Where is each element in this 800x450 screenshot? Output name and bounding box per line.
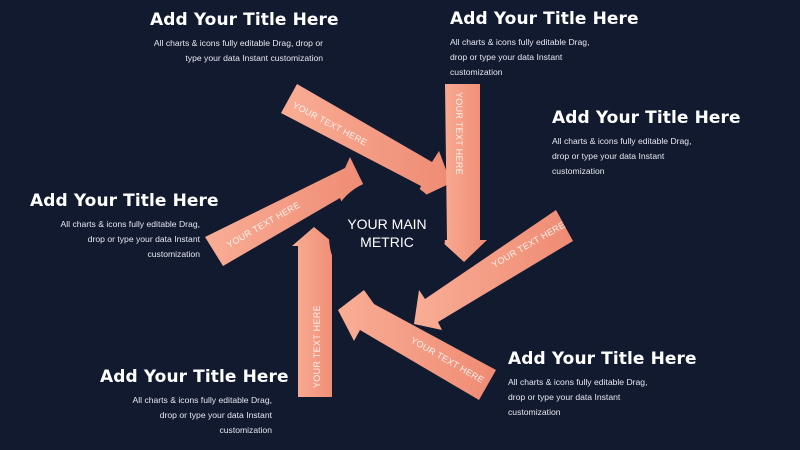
arrow-5-label: YOUR TEXT HERE: [312, 305, 322, 388]
arrow-5-shape: [292, 227, 337, 397]
arrow-3-shape: [414, 210, 573, 330]
block-3-body: All charts & icons fully editable Drag, …: [552, 136, 692, 176]
block-5-title: Add Your Title Here: [508, 349, 697, 369]
arrow-4-shape: [338, 290, 496, 400]
block-6-body: All charts & icons fully editable Drag, …: [132, 395, 272, 435]
text-block-2: Add Your Title Here All charts & icons f…: [450, 9, 639, 80]
arrow-2: YOUR TEXT HERE: [440, 84, 487, 262]
block-1-body: All charts & icons fully editable Drag, …: [153, 38, 323, 63]
block-5-body: All charts & icons fully editable Drag, …: [508, 377, 648, 417]
center-metric-line2: METRIC: [360, 234, 414, 250]
text-block-1: Add Your Title Here All charts & icons f…: [150, 10, 339, 66]
arrow-1-shape: [281, 84, 451, 200]
arrow-2-shape: [440, 84, 487, 262]
block-1-title: Add Your Title Here: [150, 10, 339, 30]
block-4-title: Add Your Title Here: [30, 191, 219, 211]
text-block-4: Add Your Title Here All charts & icons f…: [30, 191, 219, 262]
block-2-body: All charts & icons fully editable Drag, …: [450, 37, 590, 77]
block-3-title: Add Your Title Here: [552, 108, 741, 128]
text-block-5: Add Your Title Here All charts & icons f…: [508, 349, 697, 420]
center-metric-line1: YOUR MAIN: [347, 216, 426, 232]
block-4-body: All charts & icons fully editable Drag, …: [60, 219, 200, 259]
arrow-1: YOUR TEXT HERE: [281, 84, 451, 200]
text-block-6: Add Your Title Here All charts & icons f…: [100, 367, 289, 438]
arrow-2-label: YOUR TEXT HERE: [454, 92, 464, 175]
arrow-6-shape: [205, 157, 366, 266]
text-block-3: Add Your Title Here All charts & icons f…: [552, 108, 741, 179]
center-circle: [329, 179, 445, 295]
block-2-title: Add Your Title Here: [450, 9, 639, 29]
block-6-title: Add Your Title Here: [100, 367, 289, 387]
arrow-5: YOUR TEXT HERE: [292, 227, 337, 397]
